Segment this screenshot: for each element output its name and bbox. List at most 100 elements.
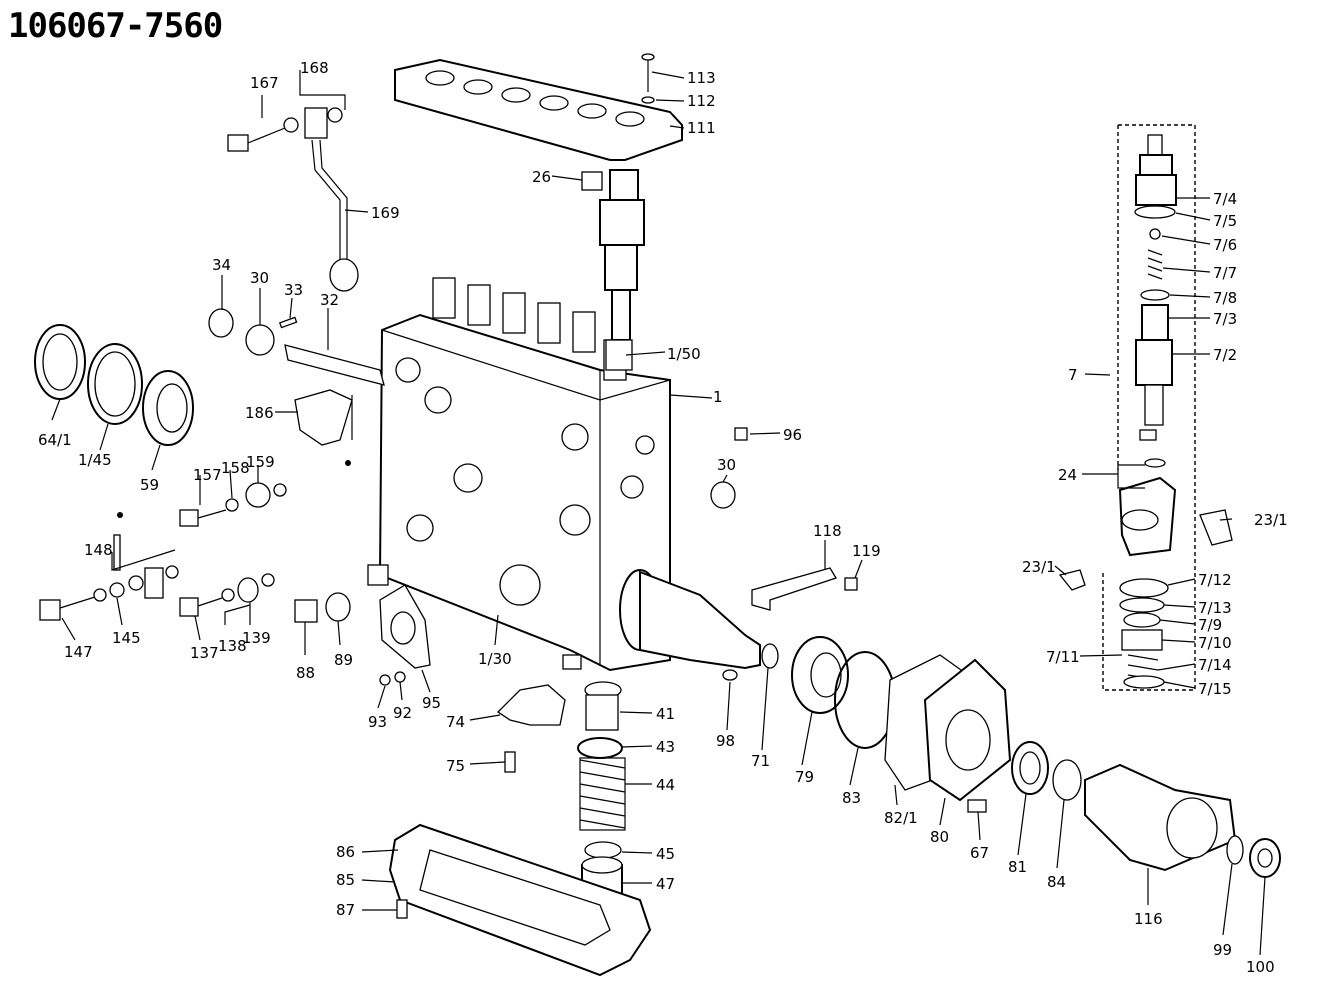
label-157: 157 bbox=[193, 466, 222, 484]
label-7-4: 7/4 bbox=[1213, 190, 1237, 208]
side-plugs bbox=[710, 427, 748, 509]
label-147: 147 bbox=[64, 643, 93, 661]
label-118: 118 bbox=[813, 522, 842, 540]
label-47: 47 bbox=[656, 875, 675, 893]
label-7: 7 bbox=[1068, 366, 1078, 384]
label-158: 158 bbox=[221, 459, 250, 477]
label-23-1b: 23/1 bbox=[1022, 558, 1056, 576]
label-7-11: 7/11 bbox=[1046, 648, 1080, 666]
label-7-8: 7/8 bbox=[1213, 289, 1237, 307]
label-92: 92 bbox=[393, 704, 412, 722]
diagram-title: 106067-7560 bbox=[8, 6, 223, 46]
label-138: 138 bbox=[218, 637, 247, 655]
label-84: 84 bbox=[1047, 873, 1066, 891]
label-145: 145 bbox=[112, 629, 141, 647]
label-75: 75 bbox=[446, 757, 465, 775]
label-139: 139 bbox=[242, 629, 271, 647]
label-148: 148 bbox=[84, 541, 113, 559]
label-137: 137 bbox=[190, 644, 219, 662]
label-96: 96 bbox=[783, 426, 802, 444]
label-87: 87 bbox=[336, 901, 355, 919]
label-85: 85 bbox=[336, 871, 355, 889]
inlet-fitting bbox=[39, 512, 179, 621]
label-7-2: 7/2 bbox=[1213, 346, 1237, 364]
label-32: 32 bbox=[320, 291, 339, 309]
delivery-valve-assembly bbox=[581, 169, 645, 371]
bottom-cover bbox=[388, 823, 652, 977]
part-labels: 113 112 111 167 168 169 26 34 30 33 32 1… bbox=[38, 59, 1288, 976]
top-cover bbox=[394, 58, 683, 161]
return-fitting bbox=[179, 573, 275, 617]
label-79: 79 bbox=[795, 768, 814, 786]
leader-lines bbox=[51, 70, 1266, 956]
banjo-fitting-pipe bbox=[227, 107, 359, 292]
label-74: 74 bbox=[446, 713, 465, 731]
label-41: 41 bbox=[656, 705, 675, 723]
woodruff-key bbox=[722, 669, 738, 681]
label-7-3: 7/3 bbox=[1213, 310, 1237, 328]
label-89: 89 bbox=[334, 651, 353, 669]
shaft-nut bbox=[1226, 835, 1281, 878]
label-26: 26 bbox=[532, 168, 551, 186]
label-7-14: 7/14 bbox=[1198, 656, 1232, 674]
label-93: 93 bbox=[368, 713, 387, 731]
label-7-6: 7/6 bbox=[1213, 236, 1237, 254]
element-assembly-group bbox=[1102, 124, 1196, 691]
label-7-7: 7/7 bbox=[1213, 264, 1237, 282]
control-rack-parts bbox=[208, 308, 385, 386]
label-86: 86 bbox=[336, 843, 355, 861]
small-screws bbox=[379, 671, 406, 686]
label-83: 83 bbox=[842, 789, 861, 807]
label-7-15: 7/15 bbox=[1198, 680, 1232, 698]
label-119: 119 bbox=[852, 542, 881, 560]
clamp bbox=[496, 684, 566, 773]
drive-cover bbox=[1084, 763, 1237, 872]
label-168: 168 bbox=[300, 59, 329, 77]
bearing-flange bbox=[884, 654, 1012, 813]
left-bearing-set bbox=[34, 324, 194, 446]
cover-gasket bbox=[379, 584, 431, 669]
parts-artwork bbox=[34, 53, 1281, 977]
label-7-13: 7/13 bbox=[1198, 599, 1232, 617]
label-98: 98 bbox=[716, 732, 735, 750]
label-99: 99 bbox=[1213, 941, 1232, 959]
label-30a: 30 bbox=[250, 269, 269, 287]
label-1-30: 1/30 bbox=[478, 650, 512, 668]
adjust-plates bbox=[1058, 509, 1233, 591]
label-167: 167 bbox=[250, 74, 279, 92]
label-34: 34 bbox=[212, 256, 231, 274]
label-95: 95 bbox=[422, 694, 441, 712]
label-71: 71 bbox=[751, 752, 770, 770]
label-45: 45 bbox=[656, 845, 675, 863]
cover-screw bbox=[641, 53, 655, 104]
label-1-50: 1/50 bbox=[667, 345, 701, 363]
label-67: 67 bbox=[970, 844, 989, 862]
label-43: 43 bbox=[656, 738, 675, 756]
label-1-45: 1/45 bbox=[78, 451, 112, 469]
label-30b: 30 bbox=[717, 456, 736, 474]
tappet-stack bbox=[577, 681, 626, 911]
label-7-10: 7/10 bbox=[1198, 634, 1232, 652]
plug-and-seal bbox=[294, 592, 351, 623]
label-159: 159 bbox=[246, 453, 275, 471]
label-186: 186 bbox=[245, 404, 274, 422]
oil-seal bbox=[1011, 741, 1082, 801]
label-7-12: 7/12 bbox=[1198, 571, 1232, 589]
pump-housing bbox=[367, 313, 671, 672]
label-44: 44 bbox=[656, 776, 675, 794]
label-169: 169 bbox=[371, 204, 400, 222]
label-112: 112 bbox=[687, 92, 716, 110]
bracket bbox=[751, 567, 858, 611]
camshaft bbox=[619, 569, 779, 670]
label-33: 33 bbox=[284, 281, 303, 299]
label-88: 88 bbox=[296, 664, 315, 682]
label-23-1a: 23/1 bbox=[1254, 511, 1288, 529]
label-7-9: 7/9 bbox=[1198, 616, 1222, 634]
label-113: 113 bbox=[687, 69, 716, 87]
label-82-1: 82/1 bbox=[884, 809, 918, 827]
label-59: 59 bbox=[140, 476, 159, 494]
label-64-1: 64/1 bbox=[38, 431, 72, 449]
label-111: 111 bbox=[687, 119, 716, 137]
label-1: 1 bbox=[713, 388, 723, 406]
